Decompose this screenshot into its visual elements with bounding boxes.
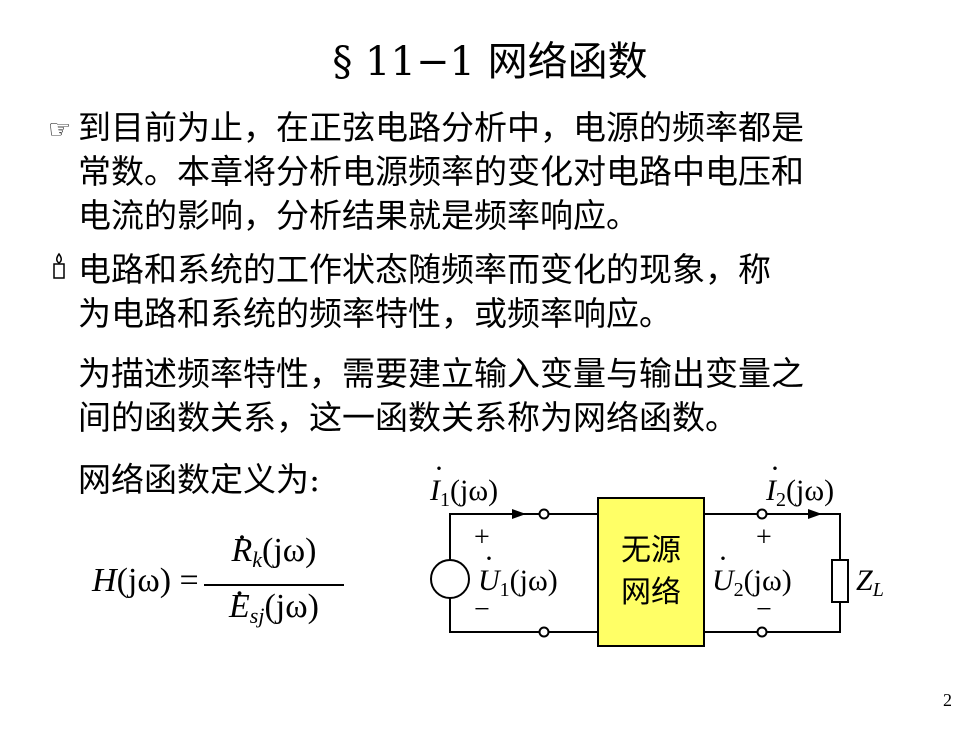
i1-label: I1(jω) (429, 474, 498, 511)
bullet-2-text: 电路和系统的工作状态随频率而变化的现象，称 为电路和系统的频率特性，或频率响应。 (78, 248, 771, 336)
fraction-bar (204, 584, 344, 586)
terminal-2-prime (756, 626, 768, 638)
u1-label: U1(jω) (478, 564, 558, 601)
u2-label: U2(jω) (712, 564, 792, 601)
formula-den-arg: (jω) (264, 588, 319, 625)
text-line: 为电路和系统的频率特性，或频率响应。 (78, 294, 672, 333)
text-line: 到目前为止，在正弦电路分析中，电源的频率都是 (78, 108, 804, 147)
paragraph-3: 为描述频率特性，需要建立输入变量与输出变量之 间的函数关系，这一函数关系称为网络… (78, 352, 804, 440)
text-line: 为描述频率特性，需要建立输入变量与输出变量之 (78, 354, 804, 393)
u2-dot: · (718, 542, 728, 575)
formula-num-arg: (jω) (262, 532, 317, 569)
voltage-source-icon (430, 559, 470, 599)
load-label: ZL (856, 564, 884, 601)
i1-arrow-icon (512, 509, 526, 519)
formula-num-sub: k (252, 547, 263, 572)
u1-minus: − (474, 594, 490, 625)
definition-label: 网络函数定义为: (78, 460, 321, 499)
formula-den-sub: sj (249, 603, 265, 628)
network-label-line2: 网络 (621, 575, 681, 610)
pointing-hand-icon: ☞ (48, 115, 72, 145)
terminal-2 (756, 508, 768, 520)
u2-plus: + (756, 522, 772, 553)
i2-dot: · (770, 452, 780, 485)
wire-left-bottom (449, 598, 544, 633)
i2-arrow-icon (808, 509, 822, 519)
formula-h-symbol: H (92, 562, 117, 599)
current-arrows (512, 509, 822, 519)
formula-lhs-arg: (jω) = (116, 562, 199, 599)
formula-e-symbol: E (229, 588, 250, 625)
u1-dot: · (484, 542, 494, 575)
network-function-formula: H(jω) = Rk(jω) Esj(jω) (92, 528, 352, 648)
wire-right-top (766, 513, 841, 560)
candle-icon-shape (53, 252, 65, 279)
slide-title: § 11−1 网络函数 (332, 39, 648, 85)
circuit-wires (449, 513, 841, 633)
formula-numerator: Rk(jω) (204, 532, 344, 573)
i2-label: I2(jω) (765, 474, 834, 511)
load-impedance (831, 559, 849, 603)
text-line: 常数。本章将分析电源频率的变化对电路中电压和 (78, 152, 804, 191)
formula-r-symbol: R (231, 532, 252, 569)
terminal-1 (538, 508, 550, 520)
text-line: 间的函数关系，这一函数关系称为网络函数。 (78, 398, 738, 437)
text-line: 电路和系统的工作状态随频率而变化的现象，称 (78, 250, 771, 289)
candle-icon (50, 252, 68, 296)
terminals (538, 508, 768, 638)
bullet-1-text: 到目前为止，在正弦电路分析中，电源的频率都是 常数。本章将分析电源频率的变化对电… (78, 106, 804, 238)
terminal-1-prime (538, 626, 550, 638)
wire-left-top (449, 513, 544, 560)
formula-lhs: H(jω) = (92, 562, 199, 600)
page-number: 2 (943, 690, 952, 710)
u2-minus: − (756, 594, 772, 625)
u1-plus: + (474, 522, 490, 553)
network-label-line1: 无源 (621, 533, 681, 568)
formula-denominator: Esj(jω) (204, 588, 344, 629)
passive-network-box (597, 497, 705, 647)
text-line: 电流的影响，分析结果就是频率响应。 (78, 196, 639, 235)
wire-right-bottom (766, 602, 841, 633)
i1-dot: · (434, 452, 444, 485)
